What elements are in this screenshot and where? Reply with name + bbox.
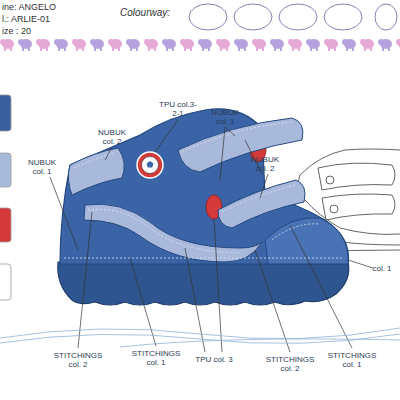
colourway-ovals	[189, 4, 397, 30]
shoe	[58, 109, 349, 305]
size: ize : 20	[2, 26, 31, 36]
part-label: NUBUK col. 1	[25, 158, 59, 176]
part-label: TPU col. 3	[195, 355, 233, 364]
colour-swatches	[0, 95, 11, 300]
line-name: ine: ANGELO	[2, 2, 56, 12]
part-label: STITCHINGS col. 1	[323, 351, 381, 369]
part-label: TPU col.3-2-1	[157, 100, 199, 118]
colourway-label: Colourway:	[120, 8, 170, 18]
part-label: STITCHINGS col. 1	[127, 349, 185, 367]
wave-lines	[0, 328, 400, 347]
part-label: col. 1	[367, 264, 397, 273]
model-code: l.: ARLIE-01	[2, 14, 50, 24]
part-label: NUBUK col. 2	[95, 128, 129, 146]
part-label: NUBUK col. 1	[208, 108, 242, 126]
part-label: NUBUK col. 2	[248, 155, 282, 173]
part-label: STITCHINGS col. 2	[261, 355, 319, 373]
part-label: STITCHINGS col. 2	[49, 351, 107, 369]
leader-lines	[50, 120, 373, 352]
elephant-band	[0, 37, 400, 51]
